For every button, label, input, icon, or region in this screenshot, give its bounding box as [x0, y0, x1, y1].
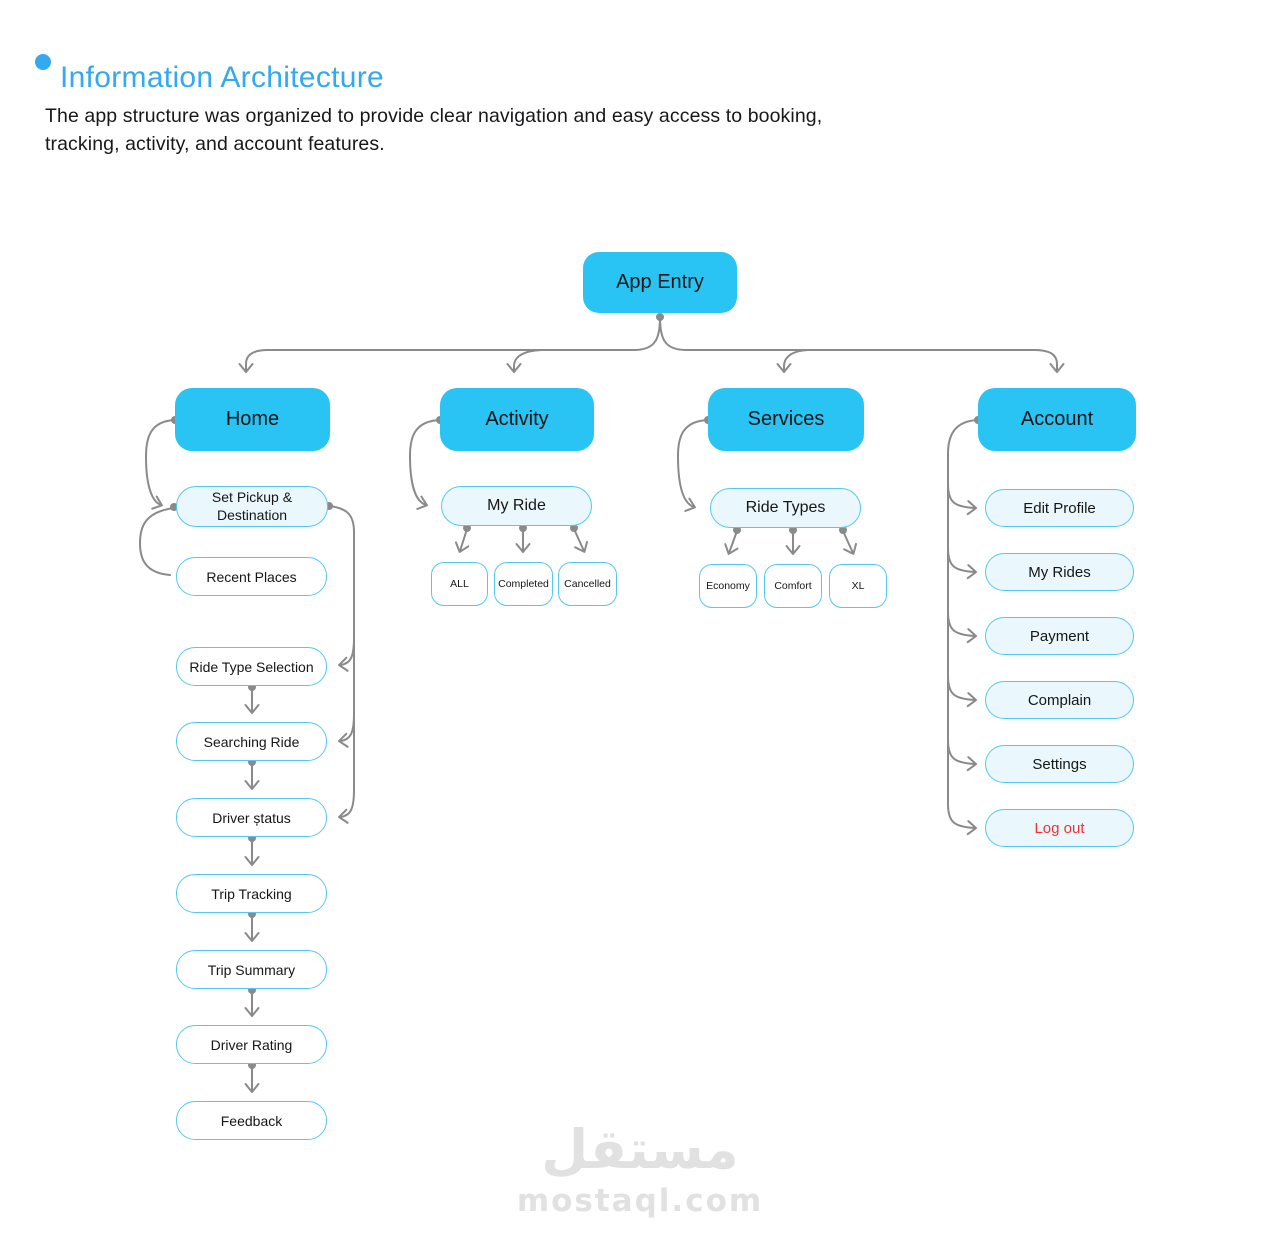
page-title: Information Architecture	[60, 61, 385, 95]
node-searching-ride: Searching Ride	[176, 722, 327, 761]
set-pickup-line2: Destination	[216, 506, 288, 523]
node-completed: Completed	[494, 562, 553, 606]
node-my-rides: My Rides	[985, 553, 1134, 591]
node-driver-status: Driver ștatus	[176, 798, 327, 837]
set-pickup-label: Set Pickup & Destination	[212, 489, 292, 524]
node-services: Services	[708, 388, 864, 451]
node-settings: Settings	[985, 745, 1134, 783]
node-home: Home	[175, 388, 330, 451]
node-account: Account	[978, 388, 1136, 451]
node-my-ride: My Ride	[441, 486, 592, 526]
page-subtitle: The app structure was organized to provi…	[45, 102, 822, 158]
node-feedback: Feedback	[176, 1101, 327, 1140]
node-cancelled: Cancelled	[558, 562, 617, 606]
node-activity: Activity	[440, 388, 594, 451]
node-xl: XL	[829, 564, 887, 608]
node-trip-summary: Trip Summary	[176, 950, 327, 989]
node-payment: Payment	[985, 617, 1134, 655]
node-recent-places: Recent Places	[176, 557, 327, 596]
node-trip-tracking: Trip Tracking	[176, 874, 327, 913]
node-edit-profile: Edit Profile	[985, 489, 1134, 527]
node-app-entry: App Entry	[583, 252, 737, 313]
bullet-icon	[35, 54, 51, 70]
node-set-pickup-destination: Set Pickup & Destination	[176, 486, 328, 527]
node-ride-types: Ride Types	[710, 488, 861, 528]
node-complain: Complain	[985, 681, 1134, 719]
node-ride-type-selection: Ride Type Selection	[176, 647, 327, 686]
subtitle-line-2: tracking, activity, and account features…	[45, 133, 385, 155]
node-comfort: Comfort	[764, 564, 822, 608]
node-all: ALL	[431, 562, 488, 606]
node-driver-rating: Driver Rating	[176, 1025, 327, 1064]
subtitle-line-1: The app structure was organized to provi…	[45, 105, 823, 127]
node-economy: Economy	[699, 564, 757, 608]
watermark-arabic-logo: مستقل	[541, 1118, 739, 1181]
node-log-out: Log out	[985, 809, 1134, 847]
set-pickup-line1: Set Pickup &	[211, 489, 293, 505]
watermark-domain: mostaql.com	[516, 1183, 764, 1219]
